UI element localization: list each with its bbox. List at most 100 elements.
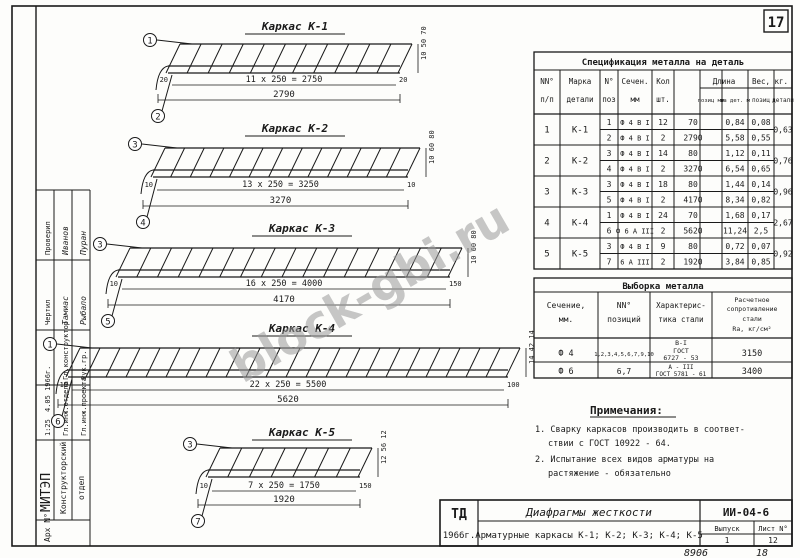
frame-k5-callout-bot — [191, 514, 205, 528]
spec-h-wtdet: детали — [772, 97, 794, 104]
spec-cell-sec-4: Ф 4 В І — [620, 181, 650, 189]
spec-cell-wd-5: 0,96 — [773, 188, 792, 197]
spec-cell-ld-7: 11,24 — [723, 227, 747, 236]
frame-k3-rod-0 — [115, 247, 131, 278]
frame-k3-end-dim2: 150 — [449, 280, 462, 288]
side-n4: Пуран — [79, 231, 88, 256]
frame-k4-rod-1 — [85, 347, 101, 378]
spec-h-sht: шт. — [656, 95, 670, 104]
frame-k4-rod-14 — [345, 347, 361, 378]
spec-cell-wp-7: 2,5 — [754, 227, 769, 236]
frame-k2-callout-bot-num: 4 — [140, 219, 145, 229]
frame-k3-rod-11 — [343, 247, 359, 278]
frame-k2-end-dim: 10 — [145, 181, 153, 189]
frame-k5-rod-0 — [205, 447, 221, 478]
spec-cell-wp-5: 0,82 — [751, 196, 770, 205]
frame-k4-rod-17 — [405, 347, 421, 378]
frame-k3-total-dim: 4170 — [273, 295, 295, 305]
spec-cell-ld-9: 3,84 — [725, 258, 744, 267]
sheet-number-box — [763, 9, 789, 33]
frame-k3-callout-bot-num: 5 — [105, 318, 110, 328]
frame-k5-end-dim: 10 — [200, 482, 208, 490]
frame-k4-rod-21 — [485, 347, 501, 378]
frame-k2-height-dims: 10 60 80 — [428, 130, 436, 164]
notes-title: Примечания: — [590, 404, 663, 417]
note-1b: ствии с ГОСТ 10922 - 64. — [548, 439, 671, 449]
frame-k4-rod-19 — [445, 347, 461, 378]
frame-k2-rod-13 — [405, 147, 421, 178]
frame-k2-bent-end — [140, 169, 154, 195]
frame-k1-rod-6 — [292, 43, 307, 74]
sel-cell-pos-0: 1,2,3,4,5,6,7,9,10 — [594, 352, 654, 358]
spec-cell-wd-3: 0,76 — [773, 157, 792, 166]
stamp-title2: Арматурные каркасы К-1; К-2; К-3; К-4; К… — [475, 531, 703, 541]
spec-cell-ld-5: 8,34 — [725, 196, 744, 205]
side-r4: Рук.гр. — [80, 350, 88, 380]
spec-title: Спецификация металла на деталь — [582, 58, 745, 68]
frame-k2-rod-0 — [150, 147, 166, 178]
frame-k4-rod-10 — [265, 347, 281, 378]
spec-cell-wd-7: 2,67 — [773, 219, 792, 228]
spec-cell-wp-0: 0,08 — [751, 118, 770, 127]
frame-k4-rod-0 — [65, 347, 81, 378]
spec-cell-qty-3: 2 — [661, 165, 666, 174]
side-org1: МИТЭП — [39, 473, 54, 512]
spec-h-mark: Марка — [569, 77, 592, 86]
sel-cell-ch3-0: 6727 - 53 — [663, 354, 698, 362]
frame-k2-rod-5 — [248, 147, 264, 178]
frame-k2-leader-bot — [146, 178, 158, 218]
frame-k5-rod-6 — [335, 447, 351, 478]
spec-cell-pos-3: 4 — [607, 165, 612, 174]
frame-k5-bent-end — [195, 469, 209, 495]
spec-cell-pos-9: 7 — [607, 258, 612, 267]
frame-k2-rod-2 — [189, 147, 205, 178]
side-n3: Иванов — [61, 226, 70, 256]
spec-cell-n-6: 4 — [544, 219, 549, 229]
frame-k2-rod-7 — [287, 147, 303, 178]
note-2a: 2. Испытание всех видов арматуры на — [535, 455, 714, 465]
sel-title: Выборка металла — [622, 281, 703, 292]
sel-frame — [533, 277, 793, 379]
frame-k5-rod-2 — [248, 447, 264, 478]
frame-k5-pitch-dim: 7 x 250 = 1750 — [248, 481, 320, 491]
spec-cell-wp-8: 0,07 — [751, 242, 770, 251]
spec-cell-wp-2: 0,11 — [751, 149, 770, 158]
spec-cell-sec-2: Ф 4 В І — [620, 150, 650, 158]
frame-k4-callout-bot — [51, 414, 65, 428]
spec-h-wt: Вес, кг. — [752, 77, 788, 86]
frame-k4-rod-4 — [145, 347, 161, 378]
spec-cell-sec-5: Ф 4 В І — [620, 197, 650, 205]
spec-h-sec: Сечен. — [621, 77, 648, 86]
frame-k1-leader-top — [156, 39, 193, 45]
sel-h-mm: мм. — [559, 315, 573, 324]
frame-k1-title: Каркас К-1 — [261, 20, 328, 33]
frame-k2-leader-top — [141, 143, 178, 149]
frame-k4-callout-top-num: 1 — [47, 341, 52, 351]
sel-h-ch2: тика стали — [658, 315, 703, 324]
frame-k5-rod-3 — [270, 447, 286, 478]
frame-k3-height-dims: 10 60 80 — [470, 230, 478, 264]
side-v1: Проверил — [44, 221, 52, 255]
spec-cell-qty-6: 24 — [658, 211, 668, 220]
spec-cell-qty-4: 18 — [658, 180, 668, 189]
sel-h-r1: Расчетное — [734, 296, 769, 304]
spec-h-poz: поз — [602, 95, 616, 104]
side-v2: Чертил — [44, 300, 52, 325]
frame-k1-rod-9 — [355, 43, 371, 74]
spec-cell-sec-1: Ф 4 В І — [620, 135, 650, 143]
spec-cell-lp-7: 5620 — [683, 227, 702, 236]
frame-k4-leader-bot — [61, 378, 73, 417]
side-org2: Конструкторский — [59, 442, 68, 514]
frame-k1-pitch-dim: 11 x 250 = 2750 — [246, 75, 323, 85]
sel-cell-ch1-0: В-І — [675, 339, 687, 347]
frame-k2-rod-12 — [385, 147, 401, 178]
spec-cell-lp-6: 70 — [688, 211, 698, 220]
sheet-border — [11, 5, 793, 547]
frame-k1-rod-0 — [165, 43, 181, 74]
spec-cell-mark-6: К-4 — [572, 219, 588, 229]
spec-cell-pos-5: 5 — [607, 196, 612, 205]
stamp-list: 12 — [768, 536, 778, 545]
